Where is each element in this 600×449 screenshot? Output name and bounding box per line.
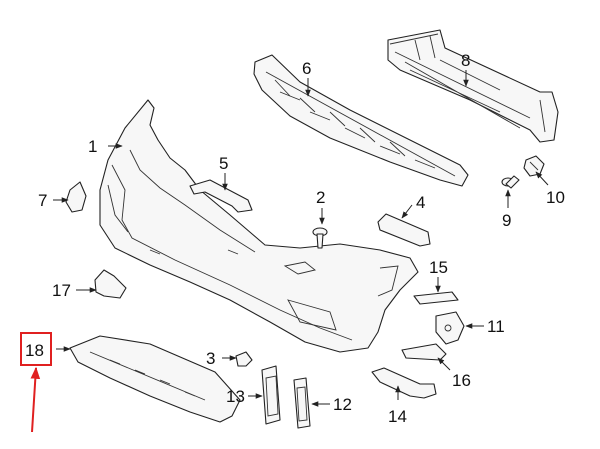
part-18-skid-plate (69, 335, 241, 423)
callout-14: 14 (388, 407, 407, 426)
callout-9: 9 (502, 211, 511, 230)
callout-16: 16 (452, 371, 471, 390)
callout-12: 12 (333, 395, 352, 414)
callout-10: 10 (546, 188, 565, 207)
part-15-reflector (413, 291, 459, 305)
callout-18-highlight (20, 332, 52, 433)
part-16-reflector (401, 343, 447, 361)
part-11-bracket (435, 311, 465, 345)
callout-labels: 1 2 3 4 5 6 7 8 9 10 11 12 13 14 15 16 1… (25, 51, 565, 426)
part-10-clip-nut (523, 155, 545, 177)
leader-lines (53, 70, 549, 407)
callout-8: 8 (461, 51, 470, 70)
callout-13: 13 (226, 387, 245, 406)
part-8-reinforcement-beam (387, 29, 559, 143)
part-17-bracket (94, 269, 127, 299)
callout-18: 18 (25, 341, 44, 360)
callout-7: 7 (38, 191, 47, 210)
part-13-bezel-left (261, 365, 281, 425)
callout-2: 2 (316, 188, 325, 207)
callout-1: 1 (88, 137, 97, 156)
part-4-trim-strip (377, 213, 431, 247)
part-14-trim-piece (371, 367, 437, 399)
callout-17: 17 (52, 281, 71, 300)
callout-6: 6 (302, 59, 311, 78)
callout-15: 15 (429, 258, 448, 277)
callout-5: 5 (219, 154, 228, 173)
highlight-box (20, 332, 52, 366)
callout-3: 3 (206, 349, 215, 368)
part-1-bumper-cover (99, 99, 419, 353)
part-7-clip (65, 181, 87, 213)
part-9-bolt (501, 175, 520, 189)
highlight-arrow (30, 366, 41, 433)
part-3-clip (235, 351, 253, 367)
part-12-bezel-right (293, 377, 311, 429)
callout-4: 4 (416, 193, 425, 212)
part-2-push-pin (312, 227, 328, 249)
callout-11: 11 (487, 317, 505, 336)
